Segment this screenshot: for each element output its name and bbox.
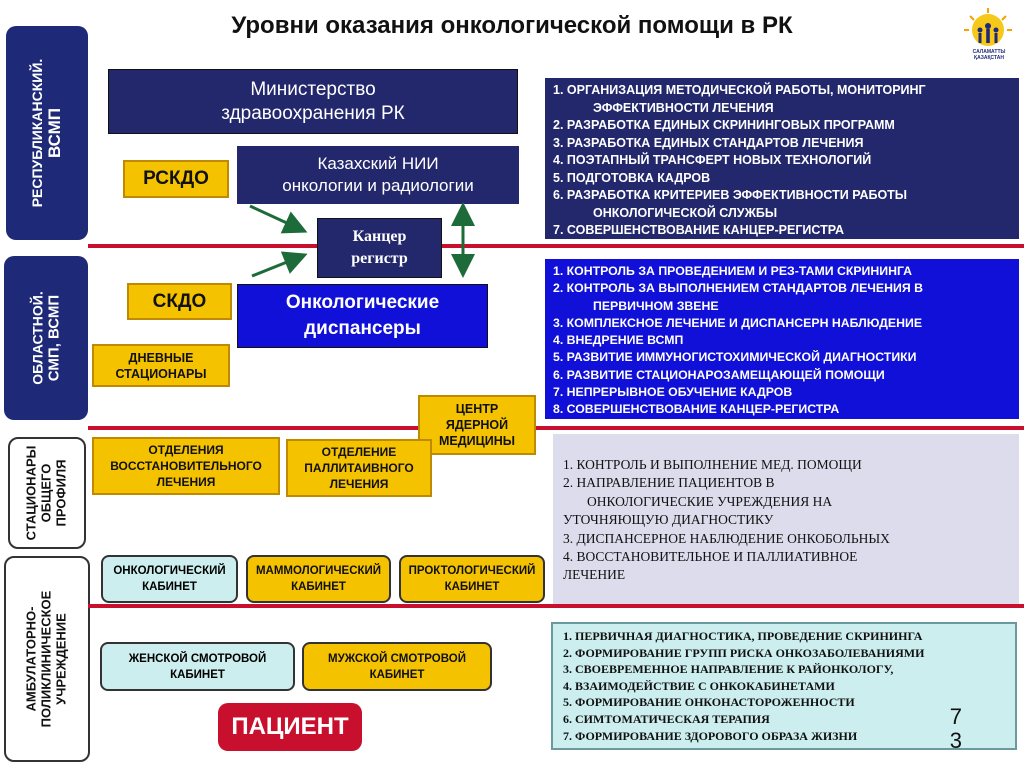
box-line: онкологии и радиологии <box>282 176 474 195</box>
box-line: ОТДЕЛЕНИЕ <box>321 445 397 459</box>
task-item: ОНКОЛОГИЧЕСКИЕ УЧРЕЖДЕНИЯ НА <box>587 493 833 509</box>
nuclear-center-box: ЦЕНТР ЯДЕРНОЙ МЕДИЦИНЫ <box>418 395 536 455</box>
patient-badge: ПАЦИЕНТ <box>218 703 362 751</box>
box-line: ПРОКТОЛОГИЧЕСКИЙ <box>408 565 536 577</box>
task-item: ЭФФЕКТИВНОСТИ ЛЕЧЕНИЯ <box>593 100 774 115</box>
page-title: Уровни оказания онкологической помощи в … <box>231 12 793 39</box>
box-line: ПАЛЛИТАИВНОГО <box>304 461 414 475</box>
box-line: МЕДИЦИНЫ <box>438 434 516 448</box>
palliative-dept-box: ОТДЕЛЕНИЕ ПАЛЛИТАИВНОГО ЛЕЧЕНИЯ <box>286 439 432 497</box>
box-line: Министерство <box>250 78 376 100</box>
box-line: ЦЕНТР <box>455 402 499 416</box>
box-line: КАБИНЕТ <box>170 668 225 681</box>
regional-tasks-panel: 1. КОНТРОЛЬ ЗА ПРОВЕДЕНИЕМ И РЕЗ-ТАМИ СК… <box>545 259 1019 419</box>
box-line: ОНКОЛОГИЧЕСКИЙ <box>113 565 226 577</box>
skdo-box: СКДО <box>127 283 232 320</box>
day-hospitals-box: ДНЕВНЫЕ СТАЦИОНАРЫ <box>92 344 230 387</box>
task-item: ОНКОЛОГИЧЕСКОЙ СЛУЖБЫ <box>593 205 778 220</box>
box-line: КАБИНЕТ <box>369 668 425 681</box>
female-exam-box: ЖЕНСКОЙ СМОТРОВОЙ КАБИНЕТ <box>100 642 295 691</box>
mammo-cabinet-box: МАММОЛОГИЧЕСКИЙ КАБИНЕТ <box>246 555 391 603</box>
male-exam-box: МУЖСКОЙ СМОТРОВОЙ КАБИНЕТ <box>302 642 492 691</box>
task-item: УТОЧНЯЮЩУЮ ДИАГНОСТИКУ <box>563 512 774 528</box>
task-item: 4. ВОССТАНОВИТЕЛЬНОЕ И ПАЛЛИАТИВНОЕ <box>563 549 858 565</box>
task-item: 2. ФОРМИРОВАНИЕ ГРУПП РИСКА ОНКОЗАБОЛЕВА… <box>563 645 925 660</box>
dispensaries-box: Онкологические диспансеры <box>237 284 488 348</box>
arrow-to-registry <box>251 251 308 278</box>
task-item: 6. СИМТОМАТИЧЕСКАЯ ТЕРАПИЯ <box>563 711 770 726</box>
box-line: КАБИНЕТ <box>142 581 197 593</box>
task-item: 4. ВЗАИМОДЕЙСТВИЕ С ОНКОКАБИНЕТАМИ <box>563 678 835 693</box>
task-item: 7. СОВЕРШЕНСТВОВАНИЕ КАНЦЕР-РЕГИСТРА <box>553 223 845 237</box>
task-item: 5. ФОРМИРОВАНИЕ ОНКОНАСТОРОЖЕННОСТИ <box>563 695 855 710</box>
outpatient-tasks-panel: 1. ПЕРВИЧНАЯ ДИАГНОСТИКА, ПРОВЕДЕНИЕ СКР… <box>551 622 1017 750</box>
kazniior-box: Казахский НИИ онкологии и радиологии <box>237 146 519 204</box>
page-number: 7 3 <box>950 705 962 753</box>
box-line: здравоохранения РК <box>221 102 405 124</box>
task-item: 5. РАЗВИТИЕ ИММУНОГИСТОХИМИЧЕСКОЙ ДИАГНО… <box>553 350 917 365</box>
box-line: КАБИНЕТ <box>444 581 500 593</box>
task-item: 3. КОМПЛЕКСНОЕ ЛЕЧЕНИЕ И ДИСПАНСЕРН НАБЛ… <box>553 315 923 330</box>
box-line: ЯДЕРНОЙ <box>445 418 509 432</box>
cancer-registry-box: Канцер регистр <box>317 218 442 278</box>
level-divider <box>88 426 1024 430</box>
task-item: 2. РАЗРАБОТКА ЕДИНЫХ СКРИНИНГОВЫХ ПРОГРА… <box>553 118 895 132</box>
box-line: ЛЕЧЕНИЯ <box>329 477 389 491</box>
box-line: ОТДЕЛЕНИЯ <box>148 443 224 457</box>
box-line: диспансеры <box>304 318 421 339</box>
general-tasks-panel: 1. КОНТРОЛЬ И ВЫПОЛНЕНИЕ МЕД. ПОМОЩИ 2. … <box>553 434 1019 604</box>
side-label-general: СТАЦИОНАРЫ ОБЩЕГО ПРОФИЛЯ <box>8 437 86 549</box>
level-divider <box>88 604 1024 608</box>
page-number-digit: 7 <box>949 704 962 729</box>
task-item: 8. СОВЕРШЕНСТВОВАНИЕ КАНЦЕР-РЕГИСТРА <box>553 402 840 417</box>
side-label-republic: РЕСПУБЛИКАНСКИЙ. ВСМП <box>6 26 88 240</box>
rskdo-box: РСКДО <box>123 160 229 198</box>
box-line: ЛЕЧЕНИЯ <box>156 475 216 489</box>
box-line: ДНЕВНЫЕ <box>128 350 194 365</box>
task-item: 2. НАПРАВЛЕНИЕ ПАЦИЕНТОВ В <box>563 475 775 491</box>
task-item: 1. ОРГАНИЗАЦИЯ МЕТОДИЧЕСКОЙ РАБОТЫ, МОНИ… <box>553 83 926 97</box>
procto-cabinet-box: ПРОКТОЛОГИЧЕСКИЙ КАБИНЕТ <box>399 555 545 603</box>
logo: САЛАМАТТЫ ҚАЗАҚСТАН <box>962 8 1014 61</box>
box-line: Казахский НИИ <box>317 154 439 173</box>
task-item: 3. СВОЕВРЕМЕННОЕ НАПРАВЛЕНИЕ К РАЙОНКОЛО… <box>563 662 894 677</box>
box-line: МУЖСКОЙ СМОТРОВОЙ <box>328 652 466 665</box>
republic-tasks-panel: 1. ОРГАНИЗАЦИЯ МЕТОДИЧЕСКОЙ РАБОТЫ, МОНИ… <box>545 78 1019 239</box>
box-line: КАБИНЕТ <box>291 581 346 593</box>
arrow-to-registry <box>249 204 308 234</box>
box-line: ВОССТАНОВИТЕЛЬНОГО <box>110 459 262 473</box>
task-item: 6. РАЗРАБОТКА КРИТЕРИЕВ ЭФФЕКТИВНОСТИ РА… <box>553 188 908 202</box>
box-line: регистр <box>351 250 408 267</box>
task-item: 3. РАЗРАБОТКА ЕДИНЫХ СТАНДАРТОВ ЛЕЧЕНИЯ <box>553 135 864 150</box>
side-label-outpatient: АМБУЛАТОРНО- ПОЛИКЛИНИЧЕСКОЕ УЧРЕЖДЕНИЕ <box>4 556 90 762</box>
rehab-dept-box: ОТДЕЛЕНИЯ ВОССТАНОВИТЕЛЬНОГО ЛЕЧЕНИЯ <box>92 437 280 495</box>
logo-emblem-icon <box>964 8 1012 46</box>
task-item: 7. НЕПРЕРЫВНОЕ ОБУЧЕНИЕ КАДРОВ <box>553 385 793 400</box>
box-line: СТАЦИОНАРЫ <box>115 366 207 381</box>
task-item: 1. КОНТРОЛЬ ЗА ПРОВЕДЕНИЕМ И РЕЗ-ТАМИ СК… <box>553 264 913 278</box>
task-item: ЛЕЧЕНИЕ <box>563 567 626 583</box>
task-item: 4. ВНЕДРЕНИЕ ВСМП <box>553 333 684 348</box>
box-line: Канцер <box>352 228 407 245</box>
logo-text: САЛАМАТТЫ ҚАЗАҚСТАН <box>972 49 1006 61</box>
side-label-regional: ОБЛАСТНОЙ. СМП, ВСМП <box>4 256 88 420</box>
task-item: 7. ФОРМИРОВАНИЕ ЗДОРОВОГО ОБРАЗА ЖИЗНИ <box>563 728 858 743</box>
box-line: МАММОЛОГИЧЕСКИЙ <box>255 565 382 577</box>
box-line: ЖЕНСКОЙ СМОТРОВОЙ <box>128 652 267 665</box>
task-item: 1. КОНТРОЛЬ И ВЫПОЛНЕНИЕ МЕД. ПОМОЩИ <box>563 457 862 472</box>
task-item: 5. ПОДГОТОВКА КАДРОВ <box>553 170 711 185</box>
task-item: 4. ПОЭТАПНЫЙ ТРАНСФЕРТ НОВЫХ ТЕХНОЛОГИЙ <box>553 153 872 167</box>
level-divider <box>88 244 1024 248</box>
task-item: 1. ПЕРВИЧНАЯ ДИАГНОСТИКА, ПРОВЕДЕНИЕ СКР… <box>563 629 923 643</box>
onco-cabinet-box: ОНКОЛОГИЧЕСКИЙ КАБИНЕТ <box>101 555 238 603</box>
task-item: 2. КОНТРОЛЬ ЗА ВЫПОЛНЕНИЕМ СТАНДАРТОВ ЛЕ… <box>553 281 923 296</box>
task-item: ПЕРВИЧНОМ ЗВЕНЕ <box>593 298 719 313</box>
task-item: 3. ДИСПАНСЕРНОЕ НАБЛЮДЕНИЕ ОНКОБОЛЬНЫХ <box>563 530 890 546</box>
ministry-box: Министерство здравоохранения РК <box>108 69 518 134</box>
task-item: 6. РАЗВИТИЕ СТАЦИОНАРОЗАМЕЩАЮЩЕЙ ПОМОЩИ <box>553 367 885 382</box>
box-line: Онкологические <box>285 292 440 313</box>
page-number-digit: 3 <box>949 728 962 753</box>
